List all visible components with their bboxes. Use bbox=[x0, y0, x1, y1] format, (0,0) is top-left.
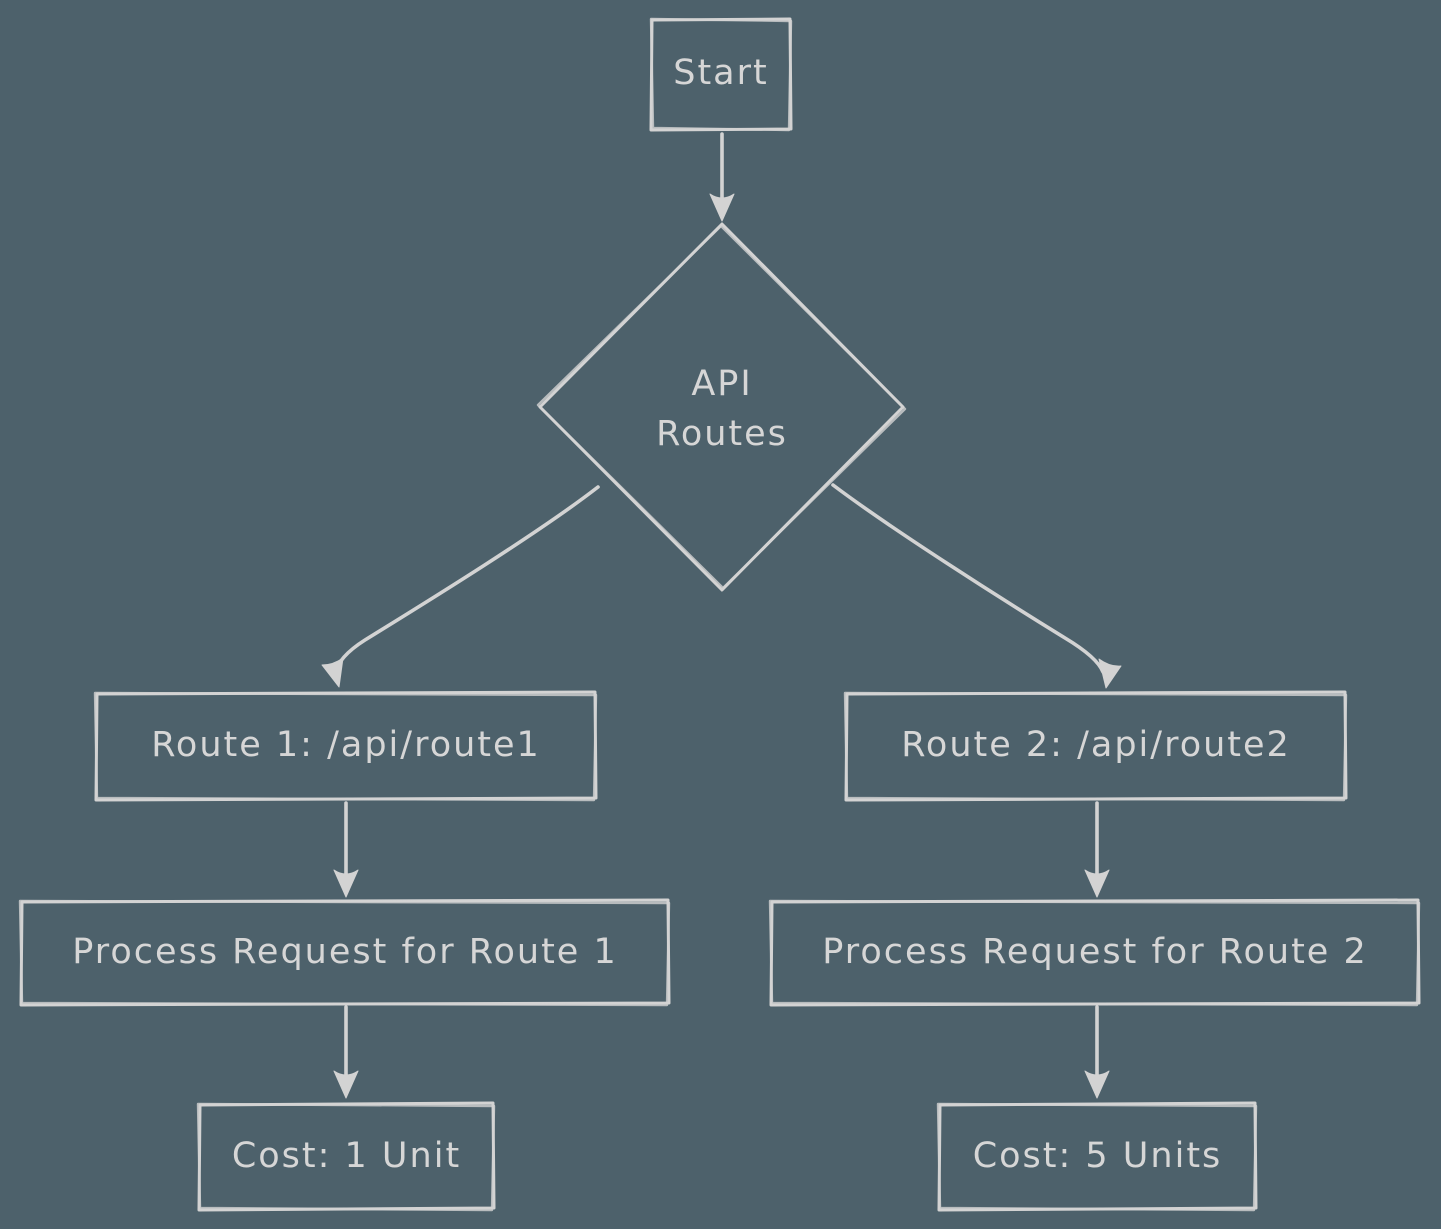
node-api-routes-label-line1: API bbox=[691, 364, 753, 405]
node-cost1-shape bbox=[196, 1101, 496, 1212]
node-api-routes-shape bbox=[536, 222, 907, 592]
node-process2-label: Process Request for Route 2 bbox=[822, 931, 1368, 972]
node-route1-label: Route 1: /api/route1 bbox=[151, 725, 541, 766]
node-route2-label: Route 2: /api/route2 bbox=[901, 725, 1291, 766]
node-start-label: Start bbox=[673, 53, 769, 94]
node-route2-shape bbox=[843, 690, 1348, 802]
edge-api-routes-to-route1 bbox=[321, 485, 600, 688]
edge-api-routes-to-route2 bbox=[831, 483, 1122, 689]
node-process1-label: Process Request for Route 1 bbox=[72, 931, 618, 972]
node-route1-shape bbox=[93, 690, 598, 802]
edge-start-to-api-routes bbox=[709, 132, 735, 222]
node-start-shape bbox=[649, 17, 793, 132]
edge-process2-to-cost2 bbox=[1084, 1005, 1110, 1099]
node-api-routes-label: API Routes bbox=[572, 355, 872, 465]
edge-route1-to-process1 bbox=[333, 801, 359, 898]
edge-process1-to-cost1 bbox=[333, 1005, 359, 1099]
edge-route2-to-process2 bbox=[1084, 801, 1110, 898]
node-cost2-label: Cost: 5 Units bbox=[972, 1135, 1223, 1176]
node-cost1-label: Cost: 1 Unit bbox=[231, 1135, 462, 1176]
node-process2-shape bbox=[768, 898, 1421, 1007]
node-process1-shape bbox=[18, 898, 671, 1007]
node-cost2-shape bbox=[936, 1101, 1258, 1212]
node-api-routes-label-line2: Routes bbox=[656, 414, 788, 454]
